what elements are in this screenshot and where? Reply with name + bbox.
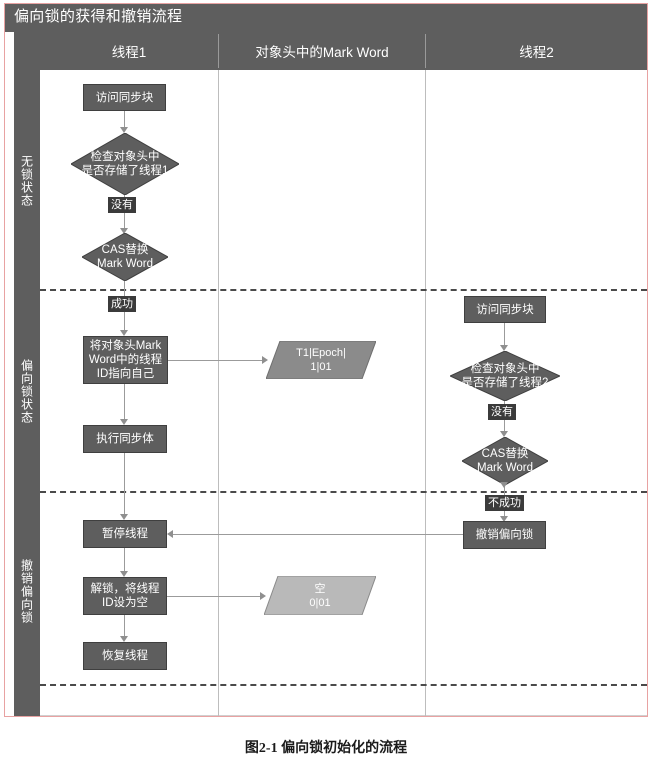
node-markword-biased[interactable]: T1|Epoch| 1|01: [266, 341, 376, 379]
node-t1-pause-thread[interactable]: 暂停线程: [83, 520, 167, 548]
figure-caption: 图2-1 偏向锁初始化的流程: [244, 741, 408, 756]
lane-header-thread1: 线程1: [111, 45, 147, 60]
arrow-t2-cas-to-revoke: [500, 516, 508, 522]
lane-header-row: [40, 32, 647, 70]
node-markword-empty-text: 空 0|01: [309, 582, 331, 609]
node-t1-check-owner-text: 检查对象头中是否存储了线程1: [81, 151, 169, 177]
node-t1-resume-thread[interactable]: 恢复线程: [83, 642, 167, 670]
edge-t2-revoke-to-t1-pause: [173, 534, 463, 535]
arrow-t1-check-to-cas: [120, 228, 128, 234]
diamond-shape: [82, 233, 168, 281]
edge-label-t1-none: 没有: [108, 197, 136, 213]
phase-label-biased: 偏向锁状态: [19, 358, 34, 424]
edge-label-t2-fail: 不成功: [485, 495, 524, 511]
node-markword-empty[interactable]: 空 0|01: [264, 576, 376, 615]
node-t2-revoke-biased-lock[interactable]: 撤销偏向锁: [463, 521, 546, 549]
edge-label-t1-success: 成功: [108, 296, 136, 312]
diagram-title-bar: [5, 4, 647, 32]
arrow-t2-revoke-to-t1-pause: [167, 530, 173, 538]
node-t1-unlock-clear-thread-id[interactable]: 解锁，将线程 ID设为空: [83, 577, 167, 615]
arrow-t2-access-to-check: [500, 345, 508, 351]
node-t1-point-thread-id-self[interactable]: 将对象头Mark Word中的线程 ID指向自己: [83, 336, 168, 384]
diamond-shape: [462, 437, 548, 485]
arrow-t1-access-to-check: [120, 127, 128, 133]
lane-header-divider-2: [425, 34, 426, 68]
arrow-t1-exec-to-pause: [120, 514, 128, 520]
lane-divider-1: [218, 70, 219, 716]
edge-t1-unlock-to-markword: [167, 596, 262, 597]
arrow-t2-check-to-cas: [500, 431, 508, 437]
phase-separator-1: [40, 289, 647, 291]
lane-header-divider-1: [218, 34, 219, 68]
node-markword-biased-text: T1|Epoch| 1|01: [296, 347, 346, 373]
edge-t1-point-to-exec: [124, 384, 125, 422]
phase-label-revoke: 撤销偏向锁: [19, 558, 34, 624]
phase-label-unlocked: 无锁状态: [19, 155, 34, 207]
node-t1-check-owner[interactable]: 检查对象头中是否存储了线程1: [71, 133, 179, 195]
node-t1-access-sync-block[interactable]: 访问同步块: [83, 84, 166, 111]
lane-header-thread2: 线程2: [519, 45, 554, 60]
arrow-t1-pause-to-unlock: [120, 571, 128, 577]
arrow-t1-cas-to-point: [120, 330, 128, 336]
arrow-t2-cas-to-revoke-upper: [500, 482, 508, 488]
arrow-t1-unlock-to-resume: [120, 636, 128, 642]
parallelogram-shape: [266, 341, 376, 379]
diagram-title: 偏向锁的获得和撤销流程: [14, 8, 183, 25]
edge-t1-pause-to-unlock: [124, 548, 125, 574]
diamond-shape: [450, 351, 560, 401]
edge-t1-check-to-cas: [124, 195, 125, 231]
edge-t1-point-to-markword: [168, 360, 264, 361]
node-t2-check-owner-text: 检查对象头中是否存储了线程2: [461, 363, 549, 389]
lane-divider-2: [425, 70, 426, 716]
edge-t2-access-to-check: [504, 323, 505, 348]
edge-t1-exec-to-pause: [124, 453, 125, 518]
phase-band: [14, 32, 40, 716]
arrow-t1-point-to-markword: [262, 356, 268, 364]
diamond-shape: [71, 133, 179, 195]
node-t1-point-thread-id-self-text: 将对象头Mark Word中的线程 ID指向自己: [88, 340, 163, 380]
phase-separator-3: [40, 684, 647, 686]
parallelogram-shape: [264, 576, 376, 615]
edge-t1-unlock-to-resume: [124, 615, 125, 639]
edge-t1-access-to-check: [124, 111, 125, 130]
node-t2-access-sync-block[interactable]: 访问同步块: [464, 296, 546, 323]
edge-label-t2-none: 没有: [488, 404, 516, 420]
phase-separator-2: [40, 491, 647, 493]
arrow-t1-unlock-to-markword: [260, 592, 266, 600]
node-t1-execute-sync-body[interactable]: 执行同步体: [83, 425, 167, 453]
node-t2-check-owner[interactable]: 检查对象头中是否存储了线程2: [450, 351, 560, 401]
lane-header-markword: 对象头中的Mark Word: [255, 45, 389, 60]
node-t1-unlock-clear-thread-id-text: 解锁，将线程 ID设为空: [90, 583, 160, 609]
arrow-t1-point-to-exec: [120, 419, 128, 425]
